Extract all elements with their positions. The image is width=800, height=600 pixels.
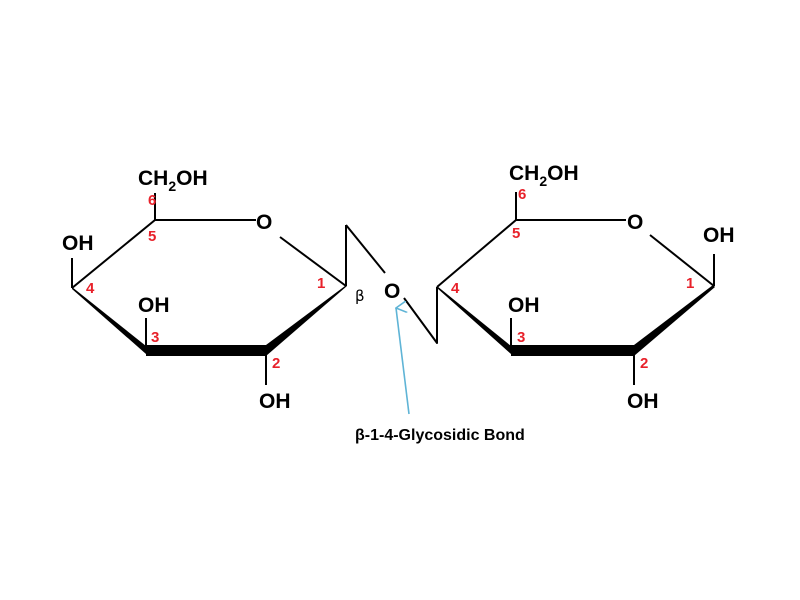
left-ch2oh: CH2OH: [138, 167, 208, 194]
left-carbon-number-4: 4: [86, 280, 95, 297]
left-front-wedge-c4-c3: [72, 287, 146, 354]
left-ring-bonds: [71, 219, 347, 289]
glycosidic-oxygen: O: [384, 280, 400, 303]
left-carbon-number-6: 6: [148, 192, 156, 209]
glycosidic-bond-caption: β-1-4-Glycosidic Bond: [355, 427, 525, 444]
right-c1-hydroxyl: OH: [703, 224, 735, 247]
right-c3-hydroxyl: OH: [508, 294, 540, 317]
left-carbon-number-3: 3: [151, 329, 159, 346]
left-c3-hydroxyl: OH: [138, 294, 170, 317]
right-front-wedge-c4-c3: [437, 286, 511, 354]
left-substituent-bonds: [71, 193, 267, 385]
right-substituent-bonds: [510, 192, 715, 385]
right-ring-bonds: [436, 219, 715, 288]
glycosidic-bonds: [345, 224, 438, 344]
right-carbon-number-5: 5: [512, 225, 520, 242]
right-carbon-number-6: 6: [518, 186, 526, 203]
right-ch2oh: CH2OH: [509, 162, 579, 189]
left-front-bold-c3-c2: [146, 345, 266, 356]
left-carbon-number-1: 1: [317, 275, 325, 292]
beta-symbol: β: [355, 287, 365, 305]
left-carbon-number-5: 5: [148, 228, 156, 245]
right-carbon-number-3: 3: [517, 329, 525, 346]
right-c2-hydroxyl: OH: [627, 390, 659, 413]
glycosidic-linkage: O β-1-4-Glycosidic Bond: [345, 224, 525, 444]
left-carbon-number-2: 2: [272, 355, 280, 372]
right-glucose-ring: O CH2OH OH OH OH 1 2 3 4 5 6: [436, 162, 735, 413]
right-carbon-number-1: 1: [686, 275, 694, 292]
right-carbon-number-2: 2: [640, 355, 648, 372]
right-ring-oxygen: O: [627, 211, 643, 234]
left-ring-oxygen: O: [256, 211, 272, 234]
left-front-wedge-c2-c1: [266, 286, 347, 356]
right-carbon-number-4: 4: [451, 280, 460, 297]
left-glucose-ring: O CH2OH OH OH OH β 1 2 3 4 5 6: [62, 167, 365, 413]
right-front-bold-c3-c2: [511, 345, 634, 356]
right-front-wedge-c2-c1: [634, 285, 715, 356]
left-c4-hydroxyl: OH: [62, 232, 94, 255]
glycosidic-pointer-arrow: [396, 308, 410, 415]
left-c2-hydroxyl: OH: [259, 390, 291, 413]
